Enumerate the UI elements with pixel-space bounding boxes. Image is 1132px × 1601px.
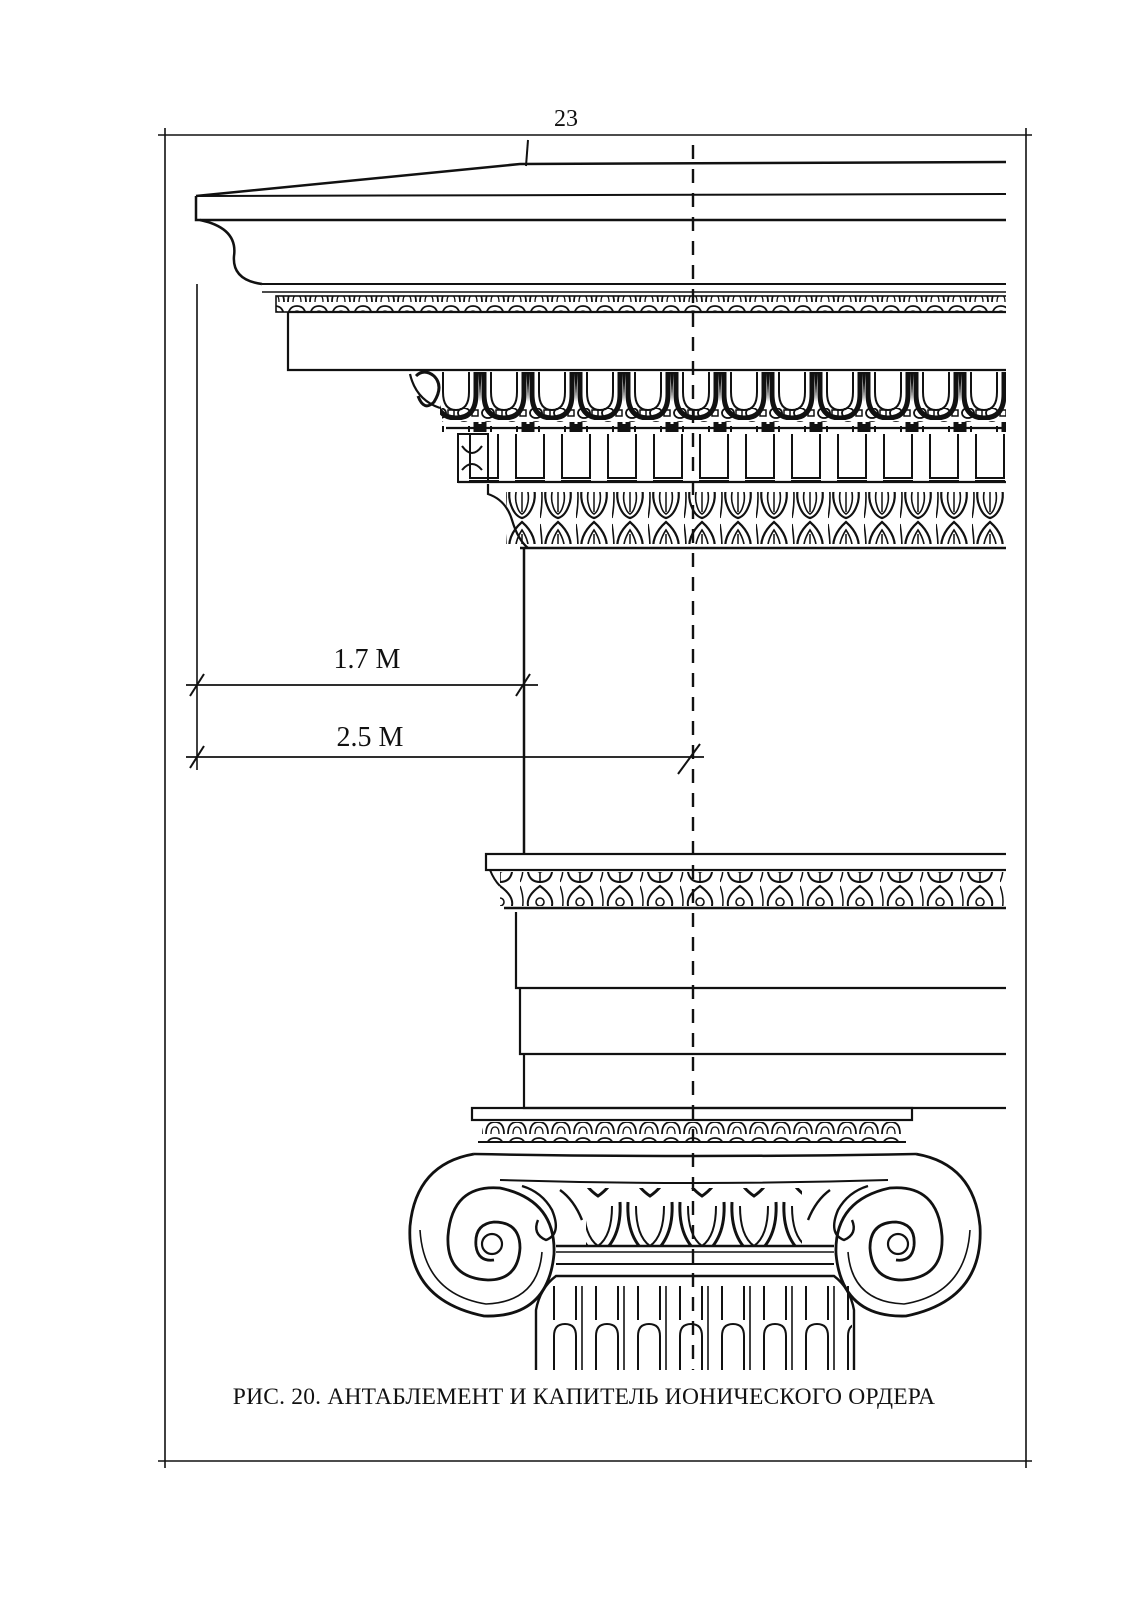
ionic-capital (408, 1106, 982, 1318)
dimension-lines (186, 284, 704, 775)
architrave (484, 852, 1006, 1110)
column-shaft (534, 1274, 856, 1370)
page-frame (158, 128, 1032, 1468)
dimension-label-1: 1.7 М (333, 644, 401, 675)
dimension-label-2: 2.5 М (336, 722, 404, 753)
page-number: 23 (554, 106, 578, 132)
left-volute-icon (408, 1152, 556, 1318)
figure-caption: РИС. 20. АНТАБЛЕМЕНТ И КАПИТЕЛЬ ИОНИЧЕСК… (232, 1384, 936, 1410)
right-volute-icon (834, 1152, 982, 1318)
cornice (194, 139, 1006, 550)
